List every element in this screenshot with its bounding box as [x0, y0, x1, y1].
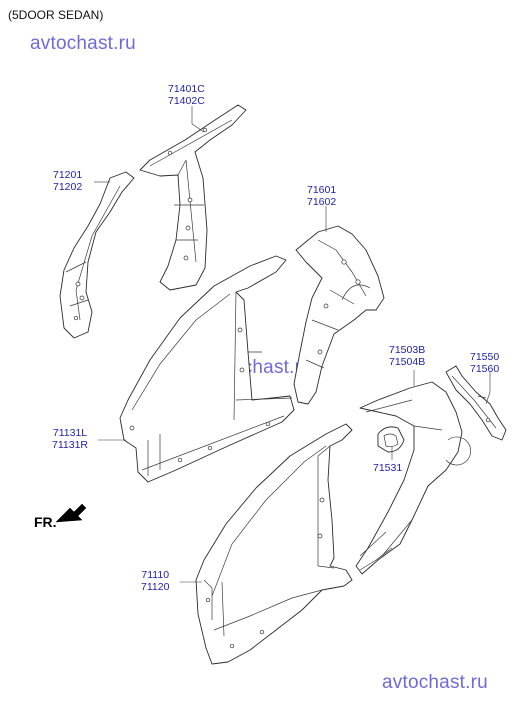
- callout-71201: 71201 71202: [53, 169, 83, 193]
- callout-71401c: 71401C 71402C: [168, 83, 205, 107]
- part-side-outer-panel: [195, 423, 393, 665]
- part-rear-extension: [445, 365, 507, 441]
- callout-line: 71504B: [389, 355, 426, 368]
- callout-line: 71202: [53, 180, 83, 193]
- part-quarter-outer: [355, 381, 471, 575]
- watermark-top: avtochast.ru: [30, 33, 136, 54]
- part-side-reinforcement: [119, 255, 295, 483]
- callout-line: 71531: [373, 462, 403, 474]
- callout-line: 71401C: [168, 83, 205, 95]
- callout-line: 71560: [470, 362, 500, 375]
- callout-line: 71503B: [389, 344, 426, 356]
- callout-71601: 71601 71602: [307, 184, 337, 208]
- callout-71110: 71110 71120: [141, 569, 170, 593]
- callout-line: 71602: [307, 195, 337, 208]
- callout-line: 71110: [141, 569, 170, 581]
- callout-line: 71131R: [52, 438, 89, 451]
- part-front-pillar-inner: [59, 171, 135, 339]
- front-direction-label: FR.: [34, 514, 57, 530]
- callout-71503b: 71503B 71504B: [389, 344, 426, 368]
- callout-line: 71402C: [168, 94, 205, 107]
- leader-lines: [94, 106, 491, 583]
- front-arrow-icon: [55, 503, 87, 523]
- callout-line: 71131L: [52, 427, 88, 439]
- callout-line: 71601: [307, 184, 337, 196]
- callout-line: 71201: [53, 169, 83, 181]
- callout-line: 71120: [141, 580, 170, 593]
- callout-71131l: 71131L 71131R: [52, 427, 89, 451]
- callout-71531: 71531: [373, 462, 403, 475]
- watermark-bottom: avtochast.ru: [382, 672, 488, 693]
- callout-line: 71550: [470, 351, 500, 363]
- callout-71550: 71550 71560: [470, 351, 500, 375]
- part-quarter-inner: [293, 225, 385, 405]
- part-center-pillar-inner: [139, 104, 247, 291]
- diagram-caption: (5DOOR SEDAN): [8, 8, 104, 22]
